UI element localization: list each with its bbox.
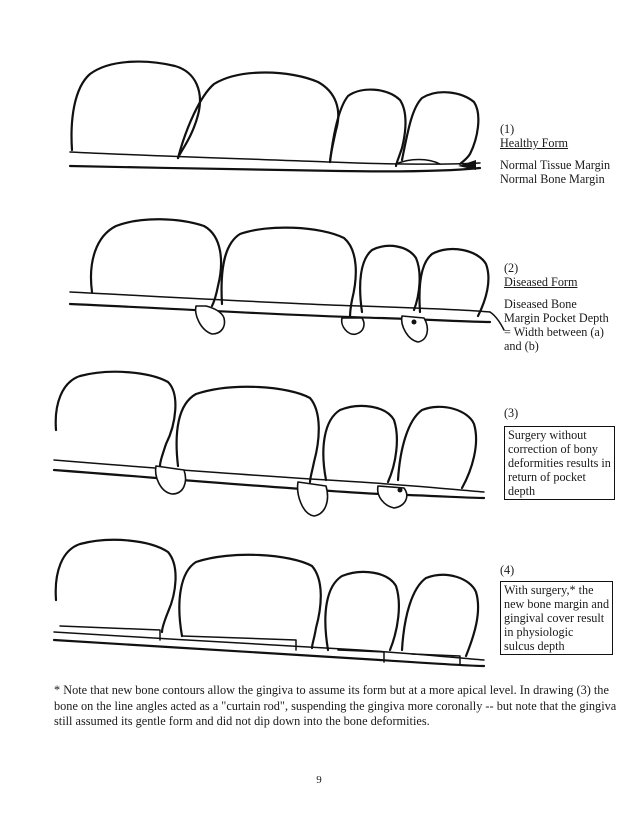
tooth: [220, 226, 357, 320]
panel-title: Healthy Form: [500, 136, 569, 150]
panel-line: Normal Tissue Margin: [500, 158, 611, 172]
box-line: deformities results in: [508, 456, 611, 470]
tooth: [324, 570, 400, 652]
panel-3-box: Surgery without correction of bony defor…: [504, 426, 615, 500]
tooth: [54, 538, 177, 634]
tooth: [90, 218, 223, 308]
panel-number: (4): [500, 563, 515, 577]
tooth: [328, 88, 407, 168]
box-line: depth: [508, 484, 536, 498]
tooth: [400, 573, 480, 658]
bone-defect: [296, 481, 329, 517]
panel-3-label: (3) Surgery without correction of bony d…: [504, 406, 615, 500]
box-line: new bone margin and: [504, 597, 610, 611]
box-line: in physiologic: [504, 625, 574, 639]
tooth: [418, 247, 490, 318]
drawing-with-surgery: [52, 538, 486, 668]
panel-4-label: (4) With surgery,* the new bone margin a…: [500, 563, 614, 655]
panel-line: Normal Bone Margin: [500, 172, 605, 186]
footnote-line: still assumed its gentle form and did no…: [54, 714, 430, 728]
footnote-line: bone on the line angles acted as a "curt…: [54, 698, 617, 713]
drawing-diseased-form: [68, 218, 505, 343]
box-line: return of pocket: [508, 470, 586, 484]
bone-defect: [154, 465, 187, 495]
box-line: sulcus depth: [504, 639, 565, 653]
box-line: gingival cover result: [504, 611, 605, 625]
panel-line: Diseased Bone: [504, 297, 577, 311]
tooth: [400, 91, 480, 166]
tooth: [359, 244, 421, 314]
box-line: Surgery without: [508, 428, 587, 442]
footnote-line: * Note that new bone contours allow the …: [54, 683, 609, 697]
panel-1-label: (1) Healthy Form Normal Tissue Margin No…: [500, 122, 610, 186]
panel-title: Diseased Form: [504, 275, 578, 289]
tooth: [54, 370, 177, 468]
panel-2-label: (2) Diseased Form Diseased Bone Margin P…: [504, 261, 609, 353]
box-line: With surgery,* the: [504, 583, 594, 597]
tooth: [178, 553, 322, 650]
page-number: 9: [316, 774, 322, 786]
bone-defect: [340, 317, 365, 336]
drawing-healthy-form: [68, 60, 482, 173]
bone-defect: [194, 305, 226, 335]
drawing-surgery-without-correction: [52, 370, 486, 517]
panel-4-box: With surgery,* the new bone margin and g…: [500, 581, 614, 655]
tooth: [175, 385, 320, 484]
footnote: * Note that new bone contours allow the …: [54, 683, 626, 730]
box-line: correction of bony: [508, 442, 599, 456]
tooth: [322, 404, 398, 484]
panel-number: (2): [504, 261, 519, 275]
bone-defect: [400, 315, 429, 343]
panel-line: and (b): [504, 339, 539, 353]
tooth: [70, 60, 202, 160]
tooth: [176, 71, 340, 164]
tooth: [396, 405, 478, 490]
dental-illustrations: [52, 60, 505, 668]
panel-line: Margin Pocket Depth: [504, 311, 609, 325]
panel-number: (3): [504, 406, 519, 420]
panel-line: = Width between (a): [504, 325, 604, 339]
panel-number: (1): [500, 122, 515, 136]
